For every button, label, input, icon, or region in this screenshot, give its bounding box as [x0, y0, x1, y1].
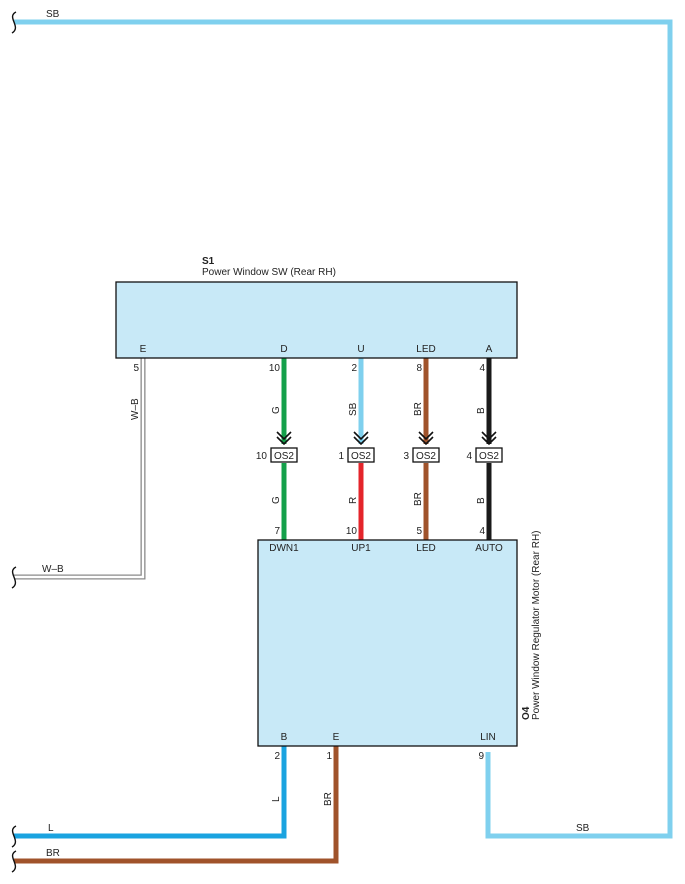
connector-os2-3: OS2 3 [403, 431, 440, 463]
connector-chevron-icon [418, 431, 434, 446]
wire-label-g-lower: G [271, 496, 282, 504]
wire-br-bottom [14, 746, 339, 864]
wire-label-br-left: BR [46, 848, 60, 859]
wire-label-sb-top: SB [46, 9, 60, 20]
switch-terminal-e: E [140, 344, 147, 355]
motor-terminal-b: B [281, 732, 288, 743]
connector-pin: 3 [403, 451, 409, 462]
motor-pin-auto: 4 [479, 526, 485, 537]
switch-pin-d: 10 [269, 363, 281, 374]
motor-terminal-auto: AUTO [475, 543, 503, 554]
motor-pin-lin: 9 [478, 751, 484, 762]
wire-label-l-vertical: L [271, 796, 282, 802]
wire-sb-top [14, 19, 673, 839]
wire-break-icon-top [11, 11, 17, 34]
connector-os2-1: OS2 10 [256, 431, 298, 463]
motor-code: O4 [521, 706, 532, 720]
motor-pin-e: 1 [326, 751, 332, 762]
switch-terminal-d: D [280, 344, 287, 355]
wire-l-bottom [14, 746, 287, 839]
motor-pin-dwn1: 7 [274, 526, 280, 537]
wire-label-r-lower: R [348, 497, 359, 504]
wire-label-br-lower: BR [413, 492, 424, 506]
switch-pin-e: 5 [133, 363, 139, 374]
motor-terminal-e: E [333, 732, 340, 743]
motor-name: Power Window Regulator Motor (Rear RH) [531, 530, 542, 720]
wire-wb-outer [14, 358, 146, 580]
wire-label-g-upper: G [271, 406, 282, 414]
motor-terminal-lin: LIN [480, 732, 496, 743]
connector-pin: 4 [466, 451, 472, 462]
motor-component [257, 539, 518, 747]
connector-chevron-icon [276, 431, 292, 446]
motor-terminal-up1: UP1 [351, 543, 371, 554]
switch-terminal-u: U [357, 344, 364, 355]
wire-wb-inner [14, 358, 145, 579]
wire-break-icon-br [11, 850, 17, 873]
connector-os2-4: OS2 4 [466, 431, 503, 463]
wire-label-l-left: L [48, 823, 54, 834]
wire-label-br-vertical: BR [323, 792, 334, 806]
switch-terminal-led: LED [416, 344, 435, 355]
wire-label-b-lower: B [476, 497, 487, 504]
wire-label-sb-upper: SB [348, 402, 359, 416]
switch-pin-led: 8 [416, 363, 422, 374]
switch-pin-a: 4 [479, 363, 485, 374]
wire-label-sb-bottom: SB [576, 823, 590, 834]
switch-terminal-a: A [486, 344, 493, 355]
connector-pin: 1 [338, 451, 344, 462]
switch-component [115, 281, 518, 359]
motor-pin-up1: 10 [346, 526, 358, 537]
switch-pin-u: 2 [351, 363, 357, 374]
connector-chevron-icon [481, 431, 497, 446]
connector-name: OS2 [416, 451, 436, 462]
wire-label-wb-left: W–B [42, 564, 64, 575]
wire-label-br-upper: BR [413, 402, 424, 416]
motor-pin-b: 2 [274, 751, 280, 762]
connector-chevron-icon [353, 431, 369, 446]
wire-break-icon-l [11, 825, 17, 848]
wire-label-b-upper: B [476, 407, 487, 414]
switch-name: Power Window SW (Rear RH) [202, 267, 336, 278]
switch-code: S1 [202, 256, 215, 267]
connector-name: OS2 [351, 451, 371, 462]
connector-pin: 10 [256, 451, 268, 462]
motor-pin-led: 5 [416, 526, 422, 537]
motor-terminal-led: LED [416, 543, 435, 554]
connector-name: OS2 [274, 451, 294, 462]
connector-os2-2: OS2 1 [338, 431, 375, 463]
wire-break-icon-wb [11, 566, 17, 589]
connector-name: OS2 [479, 451, 499, 462]
wire-label-wb-vertical: W–B [130, 398, 141, 420]
motor-terminal-dwn1: DWN1 [269, 543, 299, 554]
